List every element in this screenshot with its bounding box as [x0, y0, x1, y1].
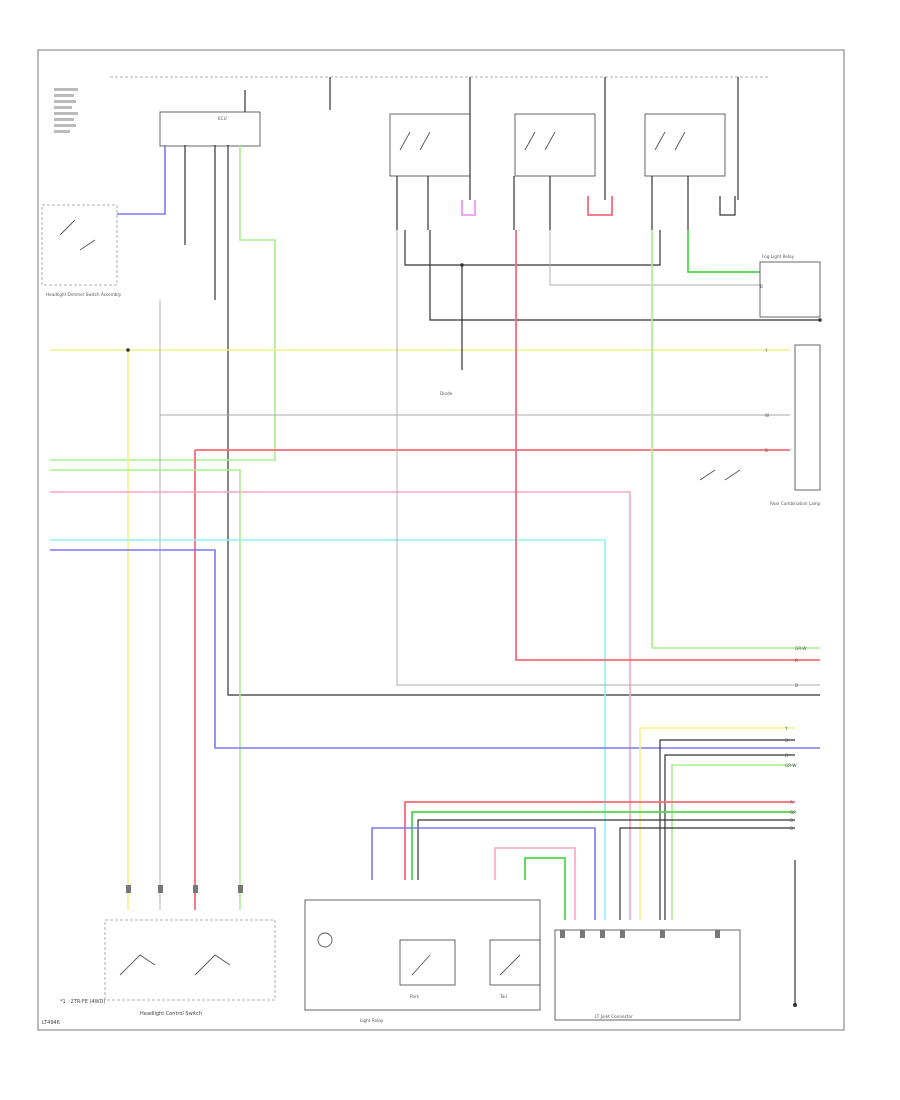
wire-relay-ground: [429, 230, 820, 321]
wire-red-bottom: [404, 801, 795, 880]
wire-green-short: [524, 857, 566, 920]
wire-blue-dimmer: [117, 145, 166, 215]
svg-text:B: B: [795, 683, 798, 688]
wire-relay-green-bright: [687, 230, 760, 273]
wire-yellow-lower: [639, 727, 795, 920]
wire-green-left: [50, 469, 241, 910]
headlight-control-switch: Headlight Control Switch: [104, 919, 276, 1017]
headlight-dimmer-switch: Headlight Dimmer Switch Assembly: [41, 204, 122, 297]
fog-relay-label: Fog Light Relay: [762, 254, 795, 259]
page-code: LT4946: [42, 1020, 60, 1026]
wire-green-bottom: [411, 811, 795, 880]
wire-cyan: [50, 539, 606, 920]
svg-text:B: B: [785, 753, 788, 758]
svg-text:Park: Park: [410, 994, 420, 999]
right-wire-labels-upper: Y W B B: [760, 284, 769, 453]
wire-ecu-out2-black: [227, 145, 820, 696]
light-relay-label: Light Relay: [360, 1018, 384, 1023]
light-relay-modules: Light Relay Park Tail: [304, 899, 541, 1023]
svg-text:B: B: [765, 448, 768, 453]
wire-pink-bottom: [494, 847, 576, 920]
junction-dots: [126, 263, 822, 352]
svg-text:GR-W: GR-W: [795, 646, 806, 651]
lt-junction-label: LT Joint Connector: [595, 1014, 633, 1019]
svg-text:Y: Y: [764, 348, 768, 353]
legend-text: *1 : 2TR-FE (4WD): [60, 999, 105, 1005]
wire-relay-join: [404, 230, 661, 266]
dimmer-switch-label: Headlight Dimmer Switch Assembly: [46, 292, 122, 297]
wire-black-lower1: [659, 739, 795, 920]
wire-blue-bottom: [371, 827, 596, 920]
wire-pink: [50, 491, 631, 920]
diagram-frame: [37, 49, 845, 1031]
svg-text:GR: GR: [790, 810, 796, 815]
relay-switch-group: [389, 113, 726, 177]
wire-green-lower: [671, 764, 795, 920]
wire-relay-grey: [549, 230, 760, 286]
svg-text:Y: Y: [784, 726, 788, 731]
main-body-ecu-box: [159, 111, 261, 147]
wire-relay-red: [515, 230, 820, 661]
svg-text:R: R: [795, 658, 798, 663]
connector-markers: [126, 885, 720, 938]
wire-green-upper: [50, 145, 276, 461]
svg-text:B: B: [760, 284, 763, 289]
relay-pins: [396, 176, 736, 230]
main-body-ecu-label: ECU: [218, 116, 227, 121]
svg-text:B: B: [790, 818, 793, 823]
wire-blue-long: [50, 549, 820, 749]
right-wire-labels-mid: GR-W R B: [795, 646, 806, 688]
wire-relay-green: [651, 230, 820, 649]
lt-junction-box: LT Joint Connector: [554, 929, 741, 1021]
svg-text:B: B: [790, 826, 793, 831]
diode-label: Diode: [440, 391, 453, 396]
upper-left-notes: [54, 88, 78, 133]
svg-text:Tail: Tail: [499, 994, 507, 999]
wire-black-lower2: [664, 754, 795, 920]
rear-combination-lamp: Rear Combination Lamp: [699, 344, 821, 506]
wire-black-bottom2: [619, 827, 795, 920]
wire-black-bottom1: [417, 819, 795, 880]
control-switch-label: Headlight Control Switch: [140, 1011, 202, 1017]
rear-lamp-label: Rear Combination Lamp: [770, 501, 821, 506]
right-wire-labels-lower: Y B B GR-W: [784, 726, 796, 768]
right-wire-labels-bottom: R GR B B: [790, 800, 796, 831]
fog-light-relay: Fog Light Relay: [759, 254, 821, 318]
svg-text:W: W: [765, 413, 769, 418]
wire-relay-white: [396, 230, 820, 686]
fuse-drops: [244, 77, 739, 200]
svg-text:B: B: [785, 738, 788, 743]
svg-text:R: R: [790, 800, 793, 805]
svg-text:GR-W: GR-W: [785, 763, 796, 768]
